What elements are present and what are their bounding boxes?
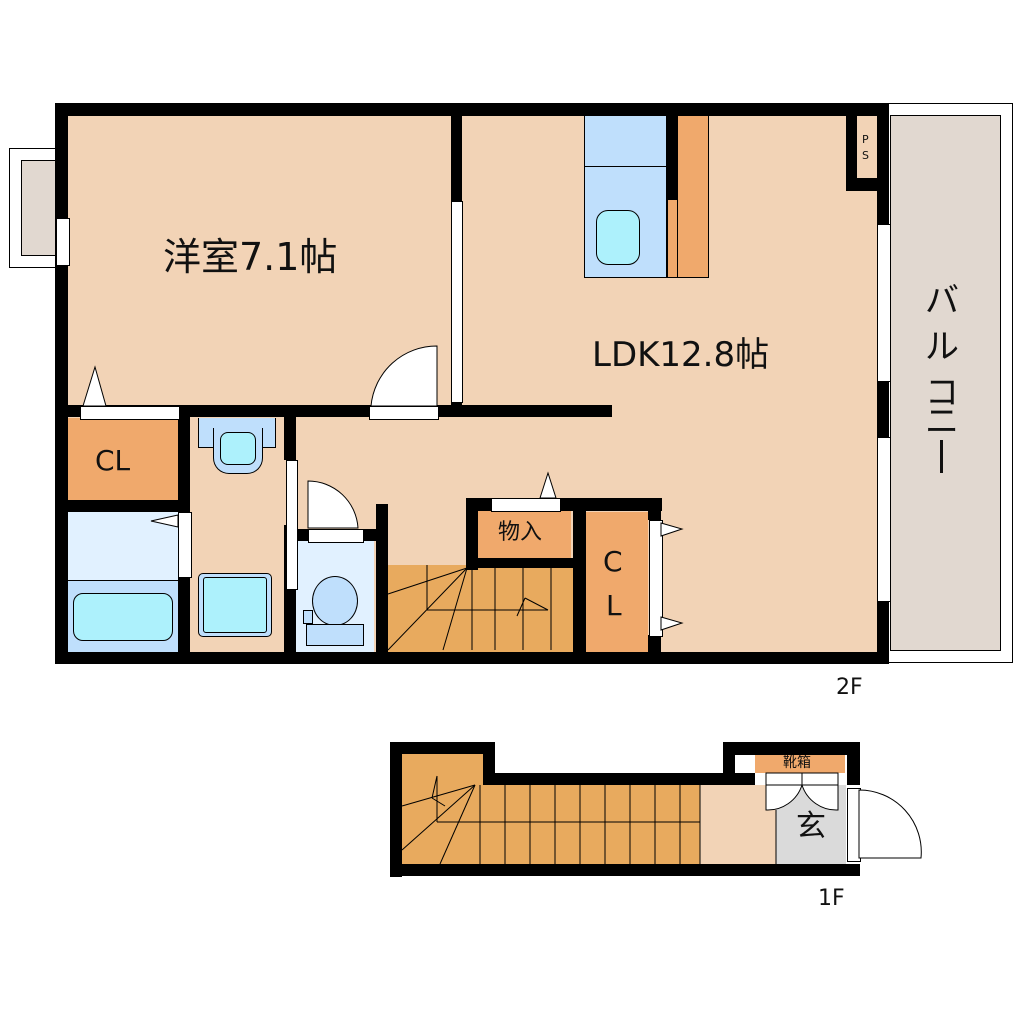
- wall-kitchen: [667, 103, 678, 200]
- shoe-box: [755, 755, 845, 773]
- wall-corridor-right: [284, 405, 296, 460]
- bay-window-left-inner: [21, 160, 57, 256]
- stairs-1f: [480, 785, 700, 864]
- room-door-swing: [370, 345, 438, 407]
- wall-1f-bottom: [390, 864, 860, 876]
- closet-left: [68, 418, 178, 500]
- closet-right-label-l: L: [606, 589, 622, 622]
- closet-left-door[interactable]: [80, 406, 180, 420]
- window-ldk-balcony-1: [877, 224, 891, 382]
- storage-closet: [478, 511, 571, 558]
- floor-label-2f: 2F: [836, 675, 863, 700]
- wall-1f-shoe-bottom: [735, 773, 755, 785]
- closet-left-label: CL: [95, 444, 131, 477]
- washroom-door[interactable]: [178, 512, 192, 578]
- storage-label: 物入: [498, 520, 543, 545]
- toilet-tank: [306, 624, 364, 646]
- stairs-2f: [388, 565, 573, 652]
- corridor-sliding-door[interactable]: [286, 460, 298, 590]
- stairs-1f-landing: [402, 754, 492, 864]
- wall-ps-bottom: [846, 178, 886, 191]
- window-ldk-balcony-2: [877, 437, 891, 602]
- toilet-door-opening[interactable]: [308, 529, 364, 543]
- wall-1f-top-left: [390, 742, 495, 754]
- closet-right-door[interactable]: [649, 520, 663, 637]
- ps-label-p: P: [862, 133, 869, 146]
- wall-cl-right-side: [648, 498, 661, 520]
- bathtub: [73, 593, 173, 641]
- kitchen-cabinet-line: [677, 200, 678, 278]
- closet-right: [586, 512, 648, 652]
- closet-right-label-c: C: [603, 545, 623, 578]
- western-room-label: 洋室7.1帖: [163, 235, 338, 279]
- kitchen-sink: [596, 210, 640, 265]
- sliding-door-room-ldk[interactable]: [451, 201, 463, 403]
- wall-ps-left: [846, 103, 857, 191]
- wall-bath-right: [178, 575, 190, 655]
- hallway-1f: [700, 785, 776, 864]
- wall-room-bottom: [55, 405, 612, 417]
- toilet-bowl: [312, 576, 358, 626]
- toilet-paper: [303, 610, 313, 624]
- wall-1f-top-mid: [483, 773, 735, 785]
- wall-top: [55, 103, 888, 116]
- wall-1f-left: [390, 742, 402, 877]
- kitchen-divider-line: [584, 166, 667, 167]
- ldk-label: LDK12.8帖: [592, 335, 770, 375]
- wall-storage-bottom: [466, 558, 584, 568]
- wall-1f-top-right: [723, 742, 860, 755]
- balcony-label-4: ニ: [925, 402, 959, 442]
- balcony-label-2: ル: [925, 327, 959, 367]
- entrance-label: 玄: [796, 809, 826, 844]
- wall-toilet-right: [376, 504, 388, 654]
- ps-label-s: S: [862, 149, 869, 162]
- balcony-label-5: [940, 440, 943, 473]
- wall-cl-bottom: [55, 500, 188, 512]
- wall-storage-right: [573, 498, 586, 658]
- storage-door[interactable]: [491, 498, 561, 512]
- wall-storage-left: [466, 498, 478, 570]
- wall-cl-right-side-2: [648, 635, 661, 655]
- balcony: [890, 115, 1001, 651]
- balcony-label-1: バ: [925, 281, 959, 321]
- pipe-space: [856, 115, 878, 177]
- window-west-room-left: [56, 218, 70, 266]
- washbasin-bowl: [220, 432, 256, 465]
- toilet-door-swing: [307, 480, 359, 529]
- floor-label-1f: 1F: [818, 886, 845, 911]
- wall-1f-right: [847, 742, 860, 785]
- wall-cl-right: [178, 405, 190, 515]
- shoe-box-label: 靴箱: [783, 755, 811, 771]
- washing-machine: [203, 577, 267, 633]
- entrance-door-swing: [858, 789, 922, 859]
- wall-bottom: [55, 652, 888, 664]
- wall-toilet-top: [296, 529, 308, 541]
- balcony-label-3: コ: [925, 373, 959, 413]
